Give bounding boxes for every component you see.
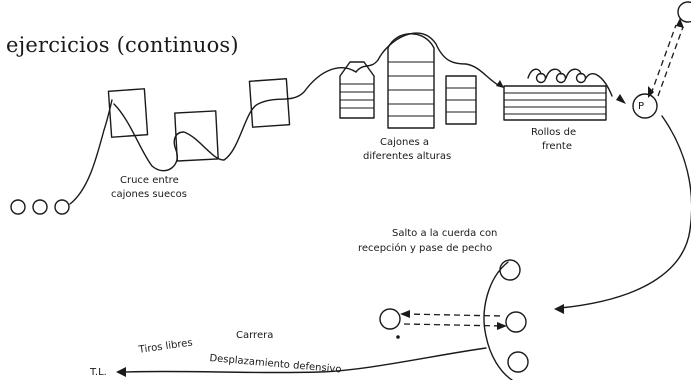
post-player-label: P: [638, 101, 645, 112]
box-crossing-label-2: cajones suecos: [111, 189, 187, 200]
rope-label-1: Salto a la cuerda con: [392, 228, 498, 239]
path-to-free-throws: [123, 347, 487, 374]
start-players: [10, 199, 70, 215]
vaults-label-1: Cajones a: [380, 137, 430, 148]
rolls-label-2: frente: [542, 141, 572, 152]
rolls-label-1: Rollos de: [531, 127, 577, 138]
post-player: [632, 1, 691, 119]
path-start-to-boxes: [69, 99, 113, 205]
diagram-title: ejercicios (continuos): [6, 33, 239, 57]
run-label: Carrera: [236, 330, 274, 341]
vault-boxes: [339, 32, 504, 129]
rolls-mat: [503, 68, 626, 121]
box-crossing-label-1: Cruce entre: [120, 175, 179, 186]
path-post-to-rope: [559, 115, 691, 309]
swedish-boxes: [107, 78, 291, 162]
end-label: T.L.: [90, 367, 107, 378]
vaults-label-2: diferentes alturas: [363, 151, 452, 162]
rope-station: [379, 259, 529, 380]
rope-label-2: recepción y pase de pecho: [358, 243, 493, 254]
path-through-boxes: [113, 67, 357, 172]
